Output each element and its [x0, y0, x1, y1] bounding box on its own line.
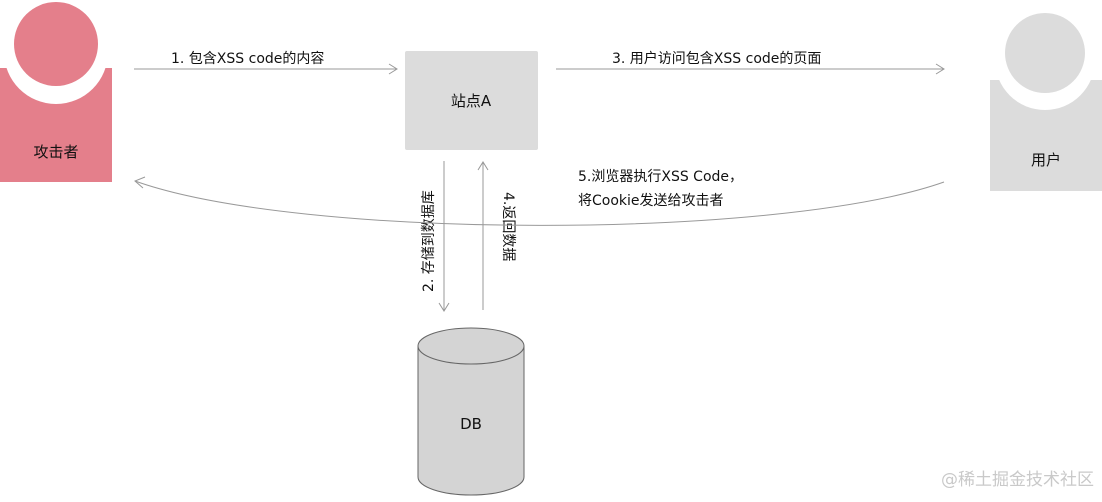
- edge-1: [134, 63, 398, 75]
- edge-4-label: 4.返回数据: [500, 192, 516, 261]
- edge-5-label-line1: 5.浏览器执行XSS Code，: [578, 169, 743, 185]
- attacker-head: [14, 2, 98, 86]
- watermark-text: @稀土掘金技术社区: [941, 470, 1094, 490]
- edge-4-arrowhead: [477, 161, 489, 171]
- site-a-node: 站点A: [405, 51, 538, 150]
- edge-5-curve: [134, 180, 945, 226]
- edge-2-arrowhead: [438, 302, 450, 312]
- site-a-label: 站点A: [451, 92, 492, 110]
- edge-2-label: 2. 存储到数据库: [421, 190, 437, 292]
- edge-3: [556, 63, 945, 75]
- edge-5: [134, 176, 945, 226]
- edge-5-label-line2: 将Cookie发送给攻击者: [578, 193, 724, 209]
- attacker-label: 攻击者: [33, 143, 78, 161]
- user-label: 用户: [1031, 151, 1061, 169]
- user-figure: 用户: [990, 10, 1102, 191]
- db-label: DB: [460, 415, 482, 433]
- edge-1-label: 1. 包含XSS code的内容: [171, 50, 324, 67]
- db-node: DB: [417, 327, 525, 496]
- edge-2: [438, 161, 450, 312]
- attacker-figure: 攻击者: [0, 0, 112, 182]
- edge-3-label: 3. 用户访问包含XSS code的页面: [612, 50, 821, 67]
- user-head: [1005, 13, 1085, 93]
- db-cylinder-top: [417, 327, 525, 365]
- site-a-box: [405, 51, 538, 150]
- db-cylinder-body: [417, 345, 525, 496]
- edge-4: [477, 161, 489, 310]
- edge-1-arrowhead: [388, 63, 398, 75]
- edge-5-arrowhead: [134, 176, 146, 189]
- edge-3-arrowhead: [935, 63, 945, 75]
